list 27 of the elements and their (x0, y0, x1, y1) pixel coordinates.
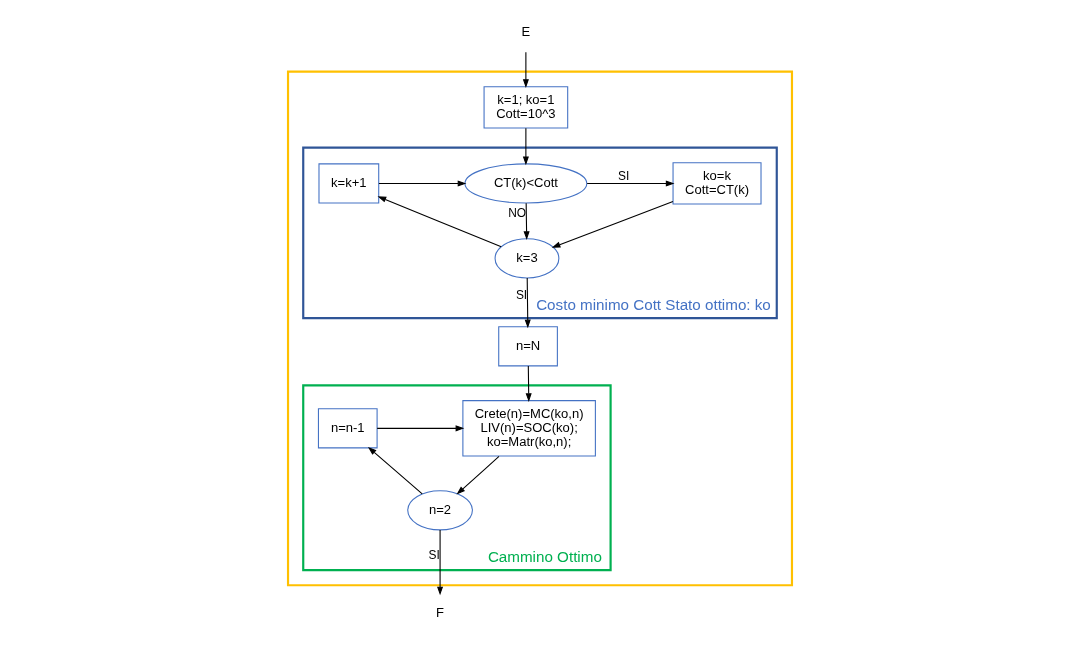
node-ellipse: n=2 (406, 490, 473, 531)
arrow (376, 425, 464, 432)
arrow (524, 277, 531, 329)
arrow (525, 365, 532, 402)
node-text: E (521, 23, 530, 39)
arrow (523, 202, 530, 240)
node-box: k=1; ko=1 Cott=10^3 (483, 86, 568, 129)
node-box: n=n-1 (317, 408, 378, 449)
edge-label: SI (617, 168, 629, 183)
arrow (377, 180, 466, 187)
arrow (586, 180, 675, 187)
edge-label: SI (427, 547, 440, 562)
node-ellipse: CT(k)<Cott (463, 163, 587, 204)
edge-label: NO (507, 205, 526, 220)
arrow (377, 196, 502, 248)
arrow (367, 446, 423, 495)
arrow (456, 455, 500, 495)
node-box: ko=k Cott=CT(k) (672, 162, 762, 205)
node-text: F (435, 604, 444, 620)
edge-label: SI (515, 287, 527, 302)
arrow (436, 529, 443, 596)
node-box: n=N (497, 326, 558, 367)
node-box: k=k+1 (317, 163, 379, 204)
arrow (522, 51, 529, 89)
arrow (551, 200, 673, 248)
node-box: Crete(n)=MC(ko,n) LIV(n)=SOC(ko); ko=Matr(ko,n); (461, 400, 596, 457)
arrow (522, 127, 529, 166)
